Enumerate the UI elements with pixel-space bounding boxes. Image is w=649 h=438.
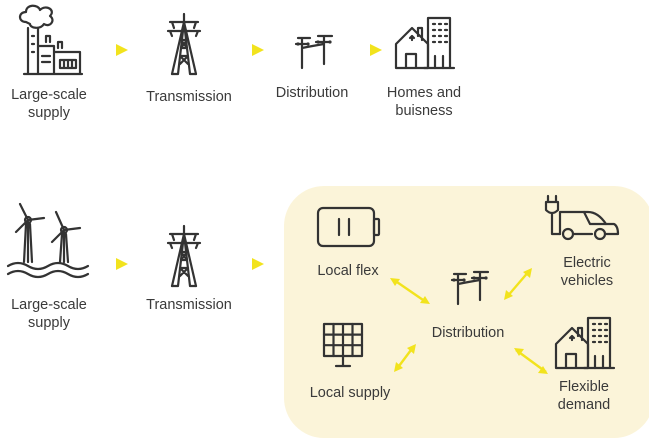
double-arrow-icon — [514, 348, 548, 374]
double-arrow-icon — [394, 344, 416, 372]
electric-car-icon — [544, 194, 620, 242]
arrow-right-icon — [252, 44, 264, 56]
bottom-supply-label: Large-scale supply — [11, 297, 87, 331]
local-distribution-label: Distribution — [431, 325, 505, 341]
utility-pole-icon — [446, 270, 492, 306]
electric-vehicles-label: Electric vehicles — [560, 255, 614, 289]
double-arrow-icon — [390, 278, 430, 304]
transmission-tower-icon — [162, 224, 206, 290]
local-supply-label: Local supply — [309, 385, 391, 401]
arrow-right-icon — [116, 258, 128, 270]
top-supply-label: Large-scale supply — [11, 87, 87, 121]
arrow-right-icon — [252, 258, 264, 270]
wind-turbine-icon — [6, 196, 96, 282]
battery-icon — [316, 206, 382, 248]
top-transmission-label: Transmission — [146, 89, 232, 105]
arrow-right-icon — [116, 44, 128, 56]
top-homes-label: Homes and buisness — [386, 85, 462, 119]
arrow-right-icon — [370, 44, 382, 56]
homes-buildings-icon — [554, 310, 616, 372]
factory-icon — [14, 2, 84, 76]
double-arrow-icon — [504, 268, 532, 300]
transmission-tower-icon — [162, 12, 206, 78]
homes-buildings-icon — [394, 10, 456, 72]
flexible-demand-label: Flexible demand — [557, 379, 611, 413]
local-flex-label: Local flex — [317, 263, 379, 279]
utility-pole-icon — [290, 34, 336, 70]
solar-panel-icon — [318, 322, 376, 370]
bottom-transmission-label: Transmission — [146, 297, 232, 313]
local-network-panel — [284, 186, 649, 438]
top-distribution-label: Distribution — [275, 85, 349, 101]
